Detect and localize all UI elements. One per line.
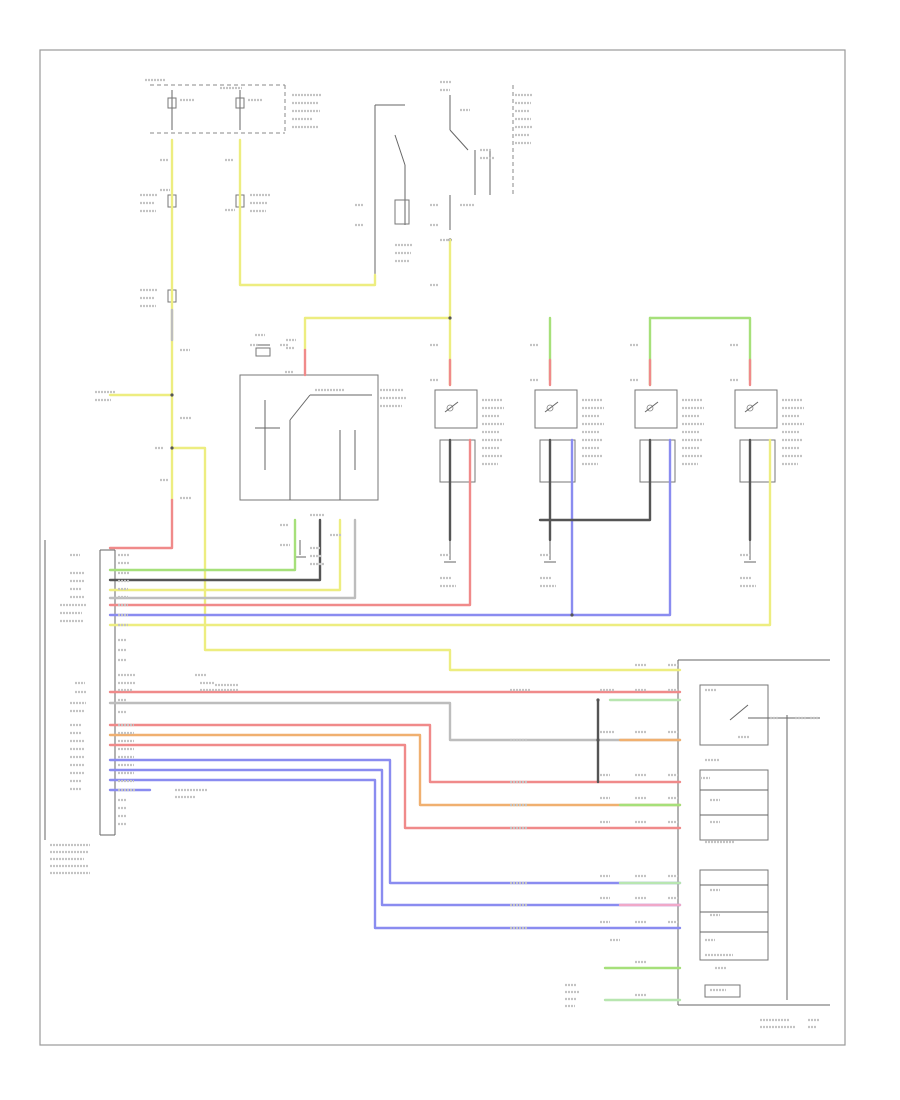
wire-black-17 — [108, 518, 322, 582]
wire-orange-31 — [108, 733, 682, 807]
diagram-frame — [39, 49, 846, 1046]
wire-blue-34 — [108, 768, 682, 907]
micro-label-marks — [50, 78, 820, 1029]
wire-green-16 — [108, 518, 297, 572]
wire-yellow-3 — [170, 446, 682, 672]
wire-yellow-18 — [108, 518, 342, 592]
splice-points — [170, 316, 600, 742]
wire-red-20 — [108, 438, 472, 607]
wire-red-5 — [108, 498, 174, 550]
wire-blue-35 — [108, 778, 682, 930]
wire-blue-33 — [108, 758, 682, 885]
power-distribution-area — [150, 84, 514, 303]
wire-green-11 — [648, 316, 752, 382]
wire-black-26 — [538, 438, 652, 522]
wire-harness — [108, 138, 772, 1002]
motor-module-1 — [434, 389, 478, 483]
control-unit-connector — [44, 540, 116, 840]
motor-module-2 — [534, 389, 578, 483]
ground-symbols — [294, 540, 756, 563]
wire-yellow-7 — [303, 316, 452, 352]
motor-module-4 — [734, 389, 778, 483]
seat-switch-module — [239, 344, 379, 501]
motor-module-3 — [634, 389, 678, 483]
wire-red-30 — [108, 723, 682, 784]
wire-gray-29 — [108, 701, 682, 742]
wire-yellow-2 — [238, 138, 377, 287]
wire-gray-19 — [108, 518, 357, 600]
wire-blue-22 — [570, 438, 672, 617]
seat-switch-assembly — [677, 659, 830, 1006]
wire-yellow-23 — [108, 438, 772, 627]
wire-red-32 — [108, 743, 682, 830]
